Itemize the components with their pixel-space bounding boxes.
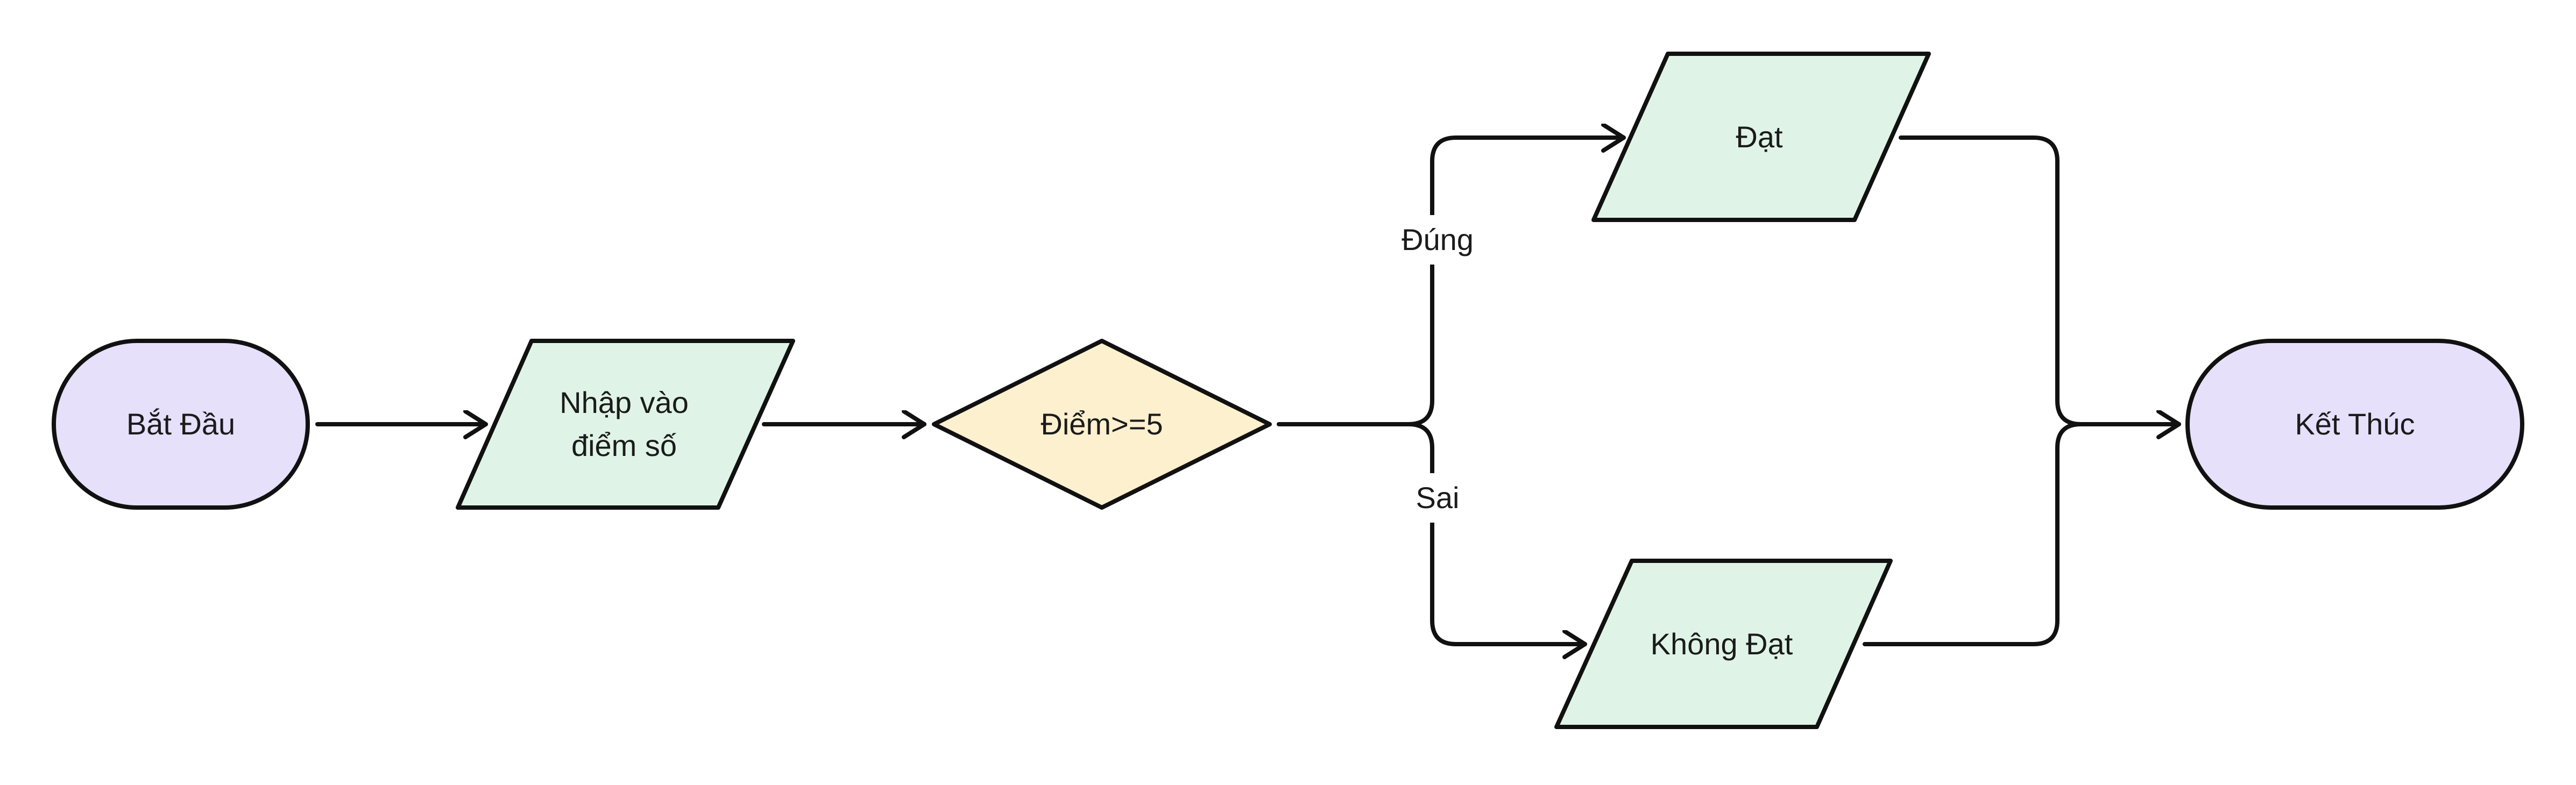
edge-fail-to-end: [1863, 422, 2083, 646]
pass-node-label: Đạt: [1736, 119, 1783, 154]
input-node-label: Nhập vào điểm số: [560, 386, 689, 462]
end-node-shape: [2185, 339, 2524, 510]
edge-decision-to-fail: [1406, 422, 1587, 644]
decision-node-label: Điểm>=5: [1041, 407, 1163, 441]
start-node-label: Bắt Đầu: [126, 407, 236, 441]
decision-node-shape: [932, 339, 1272, 510]
start-node-shape: [52, 339, 310, 510]
edge-pass-to-end: [1899, 135, 2083, 426]
input-node-shape: [456, 339, 795, 510]
edge-decision-to-pass: [1406, 138, 1626, 426]
true-branch-label: Đúng: [1384, 215, 1491, 265]
pass-node-shape: [1591, 52, 1931, 222]
end-node-label: Kết Thúc: [2295, 407, 2415, 441]
fail-node-shape: [1554, 559, 1893, 729]
fail-node-label: Không Đạt: [1650, 626, 1793, 661]
false-branch-label: Sai: [1395, 473, 1481, 523]
